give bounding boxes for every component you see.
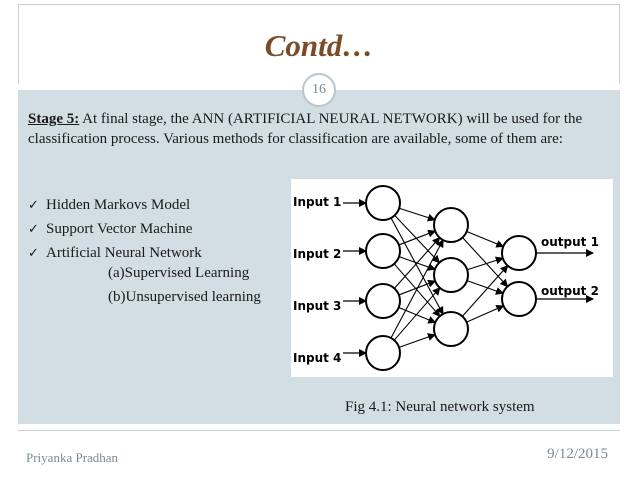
check-icon: ✓ — [28, 222, 39, 237]
check-icon: ✓ — [28, 198, 39, 213]
stage-paragraph: Stage 5: At final stage, the ANN (ARTIFI… — [28, 109, 613, 149]
input-hidden-connection — [390, 217, 444, 315]
list-item: ✓ Hidden Markovs Model — [28, 193, 202, 217]
list-item: ✓ Artificial Neural Network — [28, 241, 202, 265]
slide-title: Contd… — [264, 28, 374, 63]
hidden-node — [433, 207, 469, 243]
footer-divider — [18, 430, 620, 431]
slide-number-badge: 16 — [302, 73, 336, 107]
input-hidden-connection — [398, 229, 437, 246]
check-icon: ✓ — [28, 246, 39, 261]
hidden-output-connection — [466, 230, 505, 248]
list-item-label: Support Vector Machine — [46, 221, 193, 237]
input-hidden-connection — [399, 207, 436, 222]
input-node — [365, 233, 401, 269]
stage-label: Stage 5: — [28, 111, 80, 127]
input-label-4: Input 4 — [293, 351, 341, 365]
footer-date: 9/12/2015 — [547, 446, 608, 462]
hidden-output-connection — [466, 280, 504, 295]
input-node — [365, 283, 401, 319]
input-label-1: Input 1 — [293, 195, 341, 209]
right-frame-line — [619, 4, 620, 84]
left-frame-line — [18, 4, 19, 84]
output-node — [501, 281, 537, 317]
input-node — [365, 335, 401, 371]
list-item-label: Artificial Neural Network — [46, 245, 202, 261]
hidden-node — [433, 311, 469, 347]
figure-caption: Fig 4.1: Neural network system — [345, 399, 535, 415]
output-label-1: output 1 — [541, 235, 599, 249]
input-label-3: Input 3 — [293, 299, 341, 313]
output-node — [501, 235, 537, 271]
subitem-supervised: (a)Supervised Learning — [108, 265, 250, 281]
hidden-output-connection — [461, 264, 509, 317]
stage-text: At final stage, the ANN (ARTIFICIAL NEUR… — [28, 111, 583, 147]
input-hidden-connection — [393, 287, 441, 341]
hidden-node — [433, 257, 469, 293]
input-hidden-connection — [398, 333, 436, 348]
input-hidden-connection — [390, 239, 444, 339]
footer-author: Priyanka Pradhan — [26, 450, 119, 465]
input-node — [365, 185, 401, 221]
hidden-output-connection — [467, 256, 504, 271]
input-hidden-connection — [393, 236, 441, 289]
hidden-output-connection — [466, 305, 505, 323]
list-item-label: Hidden Markovs Model — [46, 197, 191, 213]
top-divider — [18, 4, 620, 5]
output-label-2: output 2 — [541, 284, 599, 298]
input-hidden-connection — [398, 306, 437, 324]
list-item: ✓ Support Vector Machine — [28, 217, 202, 241]
method-list: ✓ Hidden Markovs Model ✓ Support Vector Ma… — [28, 193, 202, 265]
input-label-2: Input 2 — [293, 247, 341, 261]
hidden-output-connection — [462, 237, 509, 288]
neural-network-svg: Input 1 Input 2 Input 3 Input 4 output 1… — [293, 185, 599, 371]
content-panel: Stage 5: At final stage, the ANN (ARTIFI… — [18, 90, 620, 424]
neural-network-diagram: Input 1 Input 2 Input 3 Input 4 output 1… — [291, 179, 613, 377]
subitem-unsupervised: (b)Unsupervised learning — [108, 289, 261, 305]
input-hidden-connection — [394, 214, 441, 264]
